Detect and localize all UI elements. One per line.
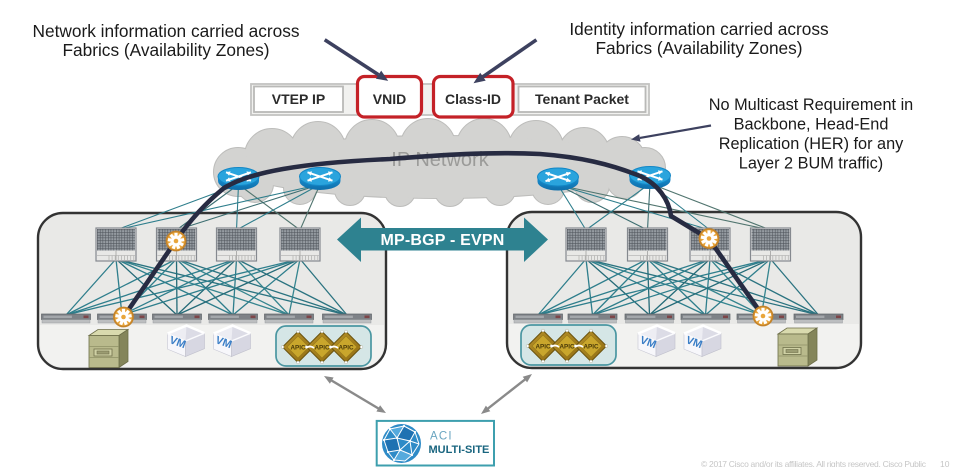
svg-text:VM: VM <box>214 334 234 351</box>
svg-text:Class-ID: Class-ID <box>445 91 501 107</box>
svg-text:VM: VM <box>168 334 188 351</box>
svg-text:ACI: ACI <box>430 431 453 443</box>
svg-text:© 2017 Cisco and/or its affili: © 2017 Cisco and/or its affiliates. All … <box>701 459 927 467</box>
svg-text:Network information carried ac: Network information carried across <box>33 21 300 41</box>
svg-text:Fabrics (Availability Zones): Fabrics (Availability Zones) <box>62 40 269 60</box>
svg-text:Backbone, Head-End: Backbone, Head-End <box>734 116 889 134</box>
svg-text:No Multicast Requirement in: No Multicast Requirement in <box>709 96 914 114</box>
svg-text:Replication (HER) for any: Replication (HER) for any <box>719 135 904 153</box>
svg-text:VM: VM <box>684 334 704 351</box>
svg-text:10: 10 <box>940 459 950 467</box>
svg-text:VNID: VNID <box>373 91 406 107</box>
svg-text:Fabrics (Availability Zones): Fabrics (Availability Zones) <box>595 38 802 58</box>
svg-text:Tenant Packet: Tenant Packet <box>535 91 629 107</box>
svg-text:APIC: APIC <box>583 344 598 351</box>
svg-text:APIC: APIC <box>290 345 305 352</box>
svg-text:APIC: APIC <box>559 344 574 351</box>
svg-text:Layer 2 BUM traffic): Layer 2 BUM traffic) <box>739 155 883 173</box>
svg-text:VM: VM <box>638 334 658 351</box>
svg-text:MULTI-SITE: MULTI-SITE <box>429 444 490 456</box>
svg-text:Identity information carried a: Identity information carried across <box>569 19 829 39</box>
svg-text:APIC: APIC <box>338 345 353 352</box>
svg-text:APIC: APIC <box>314 345 329 352</box>
svg-text:APIC: APIC <box>535 344 550 351</box>
svg-text:MP-BGP - EVPN: MP-BGP - EVPN <box>380 232 504 249</box>
svg-text:VTEP IP: VTEP IP <box>272 91 325 107</box>
